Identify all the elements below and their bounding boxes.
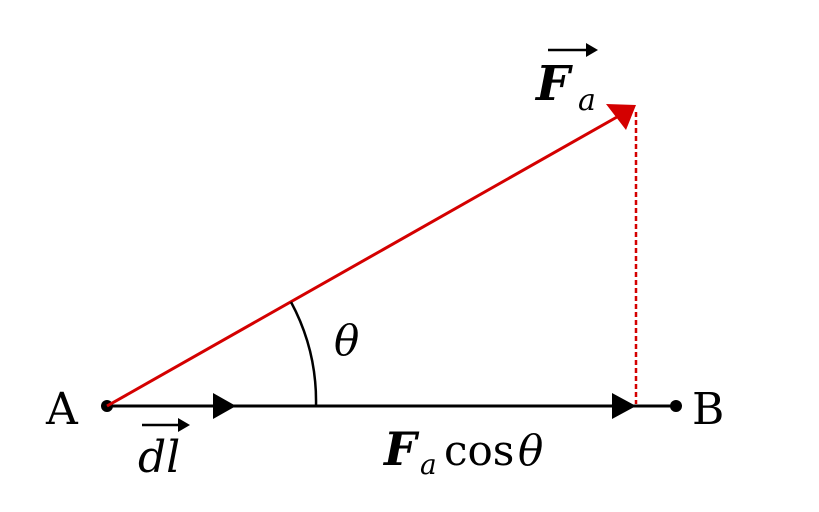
projection-subscript: a xyxy=(420,448,437,481)
displacement-arrowhead xyxy=(213,393,236,419)
displacement-label: dl xyxy=(138,418,190,483)
projection-label: F a cos θ xyxy=(382,422,543,481)
force-label-symbol: F xyxy=(534,56,573,112)
point-b-label: B xyxy=(692,384,724,435)
angle-theta-label: θ xyxy=(334,316,359,365)
displacement-symbol: dl xyxy=(138,432,180,483)
force-vector-arrowhead xyxy=(606,104,636,130)
projection-angle: θ xyxy=(518,426,543,475)
force-label-subscript: a xyxy=(578,83,596,118)
angle-arc xyxy=(289,301,318,407)
projection-function: cos xyxy=(444,426,514,475)
force-vector-label: F a xyxy=(534,43,598,118)
projection-arrowhead xyxy=(612,393,636,419)
point-a-label: A xyxy=(45,384,79,435)
displacement-overarrow-head xyxy=(178,418,190,432)
point-b-dot xyxy=(670,400,682,412)
projection-symbol: F xyxy=(382,422,420,476)
force-vector-line xyxy=(106,115,618,408)
force-label-overarrow-head xyxy=(586,43,598,57)
